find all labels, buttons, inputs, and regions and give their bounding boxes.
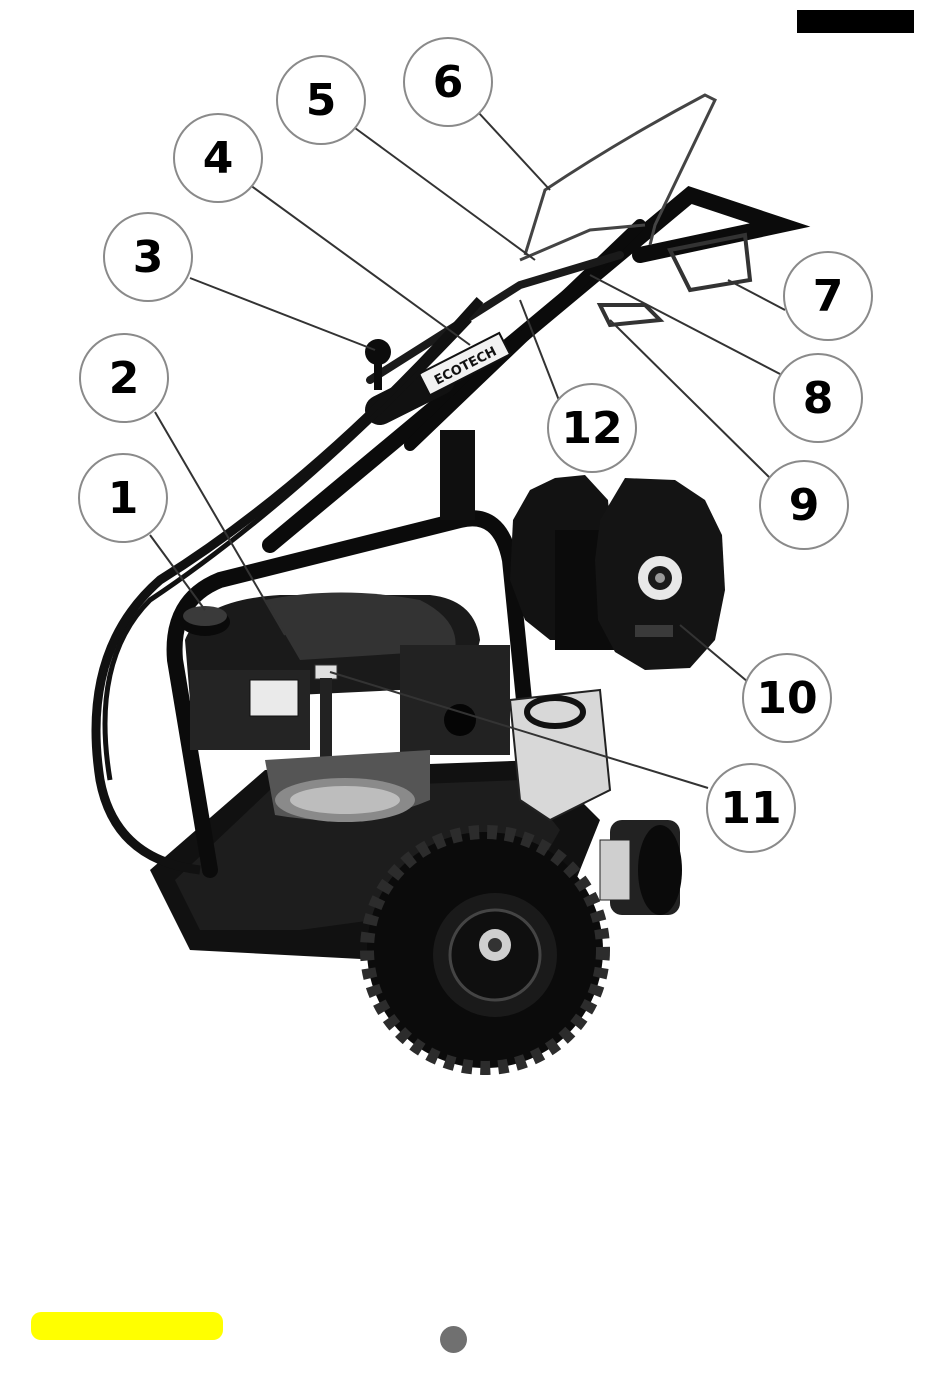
callout-label-10: 10 (756, 673, 817, 724)
callout-1: 1 (79, 454, 167, 542)
callout-label-12: 12 (561, 403, 622, 454)
safety-bail (525, 95, 715, 255)
callout-10: 10 (743, 654, 831, 742)
callout-6: 6 (404, 38, 492, 126)
callout-2: 2 (80, 334, 168, 422)
callout-label-1: 1 (108, 473, 139, 524)
callout-8: 8 (774, 354, 862, 442)
section-tab-marker (31, 1312, 223, 1340)
callout-label-6: 6 (433, 57, 464, 108)
handle-bar (270, 195, 780, 545)
callout-label-4: 4 (203, 133, 234, 184)
callout-label-7: 7 (813, 271, 844, 322)
callout-12: 12 (548, 384, 636, 472)
callout-3: 3 (104, 213, 192, 301)
callout-label-9: 9 (789, 480, 820, 531)
machine-illustration: ECOTECH (96, 95, 780, 1068)
page-indicator-dot (440, 1326, 467, 1353)
callout-4: 4 (174, 114, 262, 202)
callout-7: 7 (784, 252, 872, 340)
callout-9: 9 (760, 461, 848, 549)
main-wheel (367, 832, 603, 1068)
callout-5: 5 (277, 56, 365, 144)
callout-label-2: 2 (109, 353, 140, 404)
callout-label-11: 11 (720, 783, 781, 834)
callout-label-8: 8 (803, 373, 834, 424)
callout-label-3: 3 (133, 232, 164, 283)
callout-label-5: 5 (306, 75, 337, 126)
callout-11: 11 (707, 764, 795, 852)
